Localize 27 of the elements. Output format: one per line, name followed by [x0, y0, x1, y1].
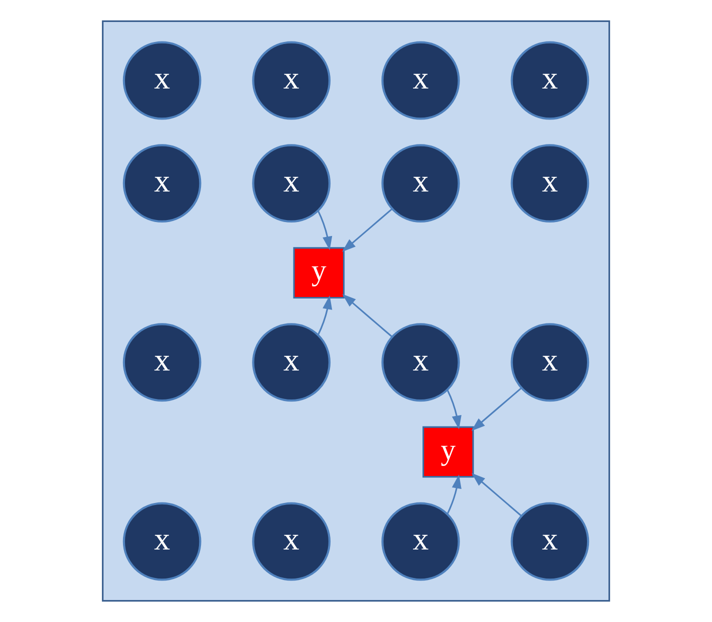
- arrow: [342, 294, 393, 338]
- node-circle: x: [252, 41, 331, 120]
- node-circle: x: [381, 41, 460, 120]
- arrow: [472, 473, 522, 517]
- arrow: [446, 390, 462, 430]
- arrow: [317, 295, 332, 336]
- node-circle: x: [252, 502, 331, 581]
- node-circle: x: [122, 502, 202, 581]
- node-circle: x: [381, 323, 460, 402]
- arrow: [342, 208, 393, 252]
- arrow: [318, 210, 332, 250]
- arrow: [471, 387, 522, 432]
- node-circle: x: [122, 41, 202, 120]
- node-circle: x: [510, 502, 590, 581]
- node-box: y: [422, 426, 474, 478]
- node-circle: x: [252, 323, 331, 402]
- node-circle: x: [252, 144, 331, 222]
- node-circle: x: [381, 144, 460, 222]
- node-circle: x: [122, 323, 202, 402]
- node-circle: x: [381, 502, 460, 581]
- node-circle: x: [510, 323, 590, 402]
- node-circle: x: [510, 144, 590, 222]
- arrow: [446, 474, 462, 514]
- node-box: y: [293, 247, 345, 299]
- node-circle: x: [122, 144, 202, 222]
- node-circle: x: [510, 41, 590, 120]
- cluster: [102, 20, 610, 602]
